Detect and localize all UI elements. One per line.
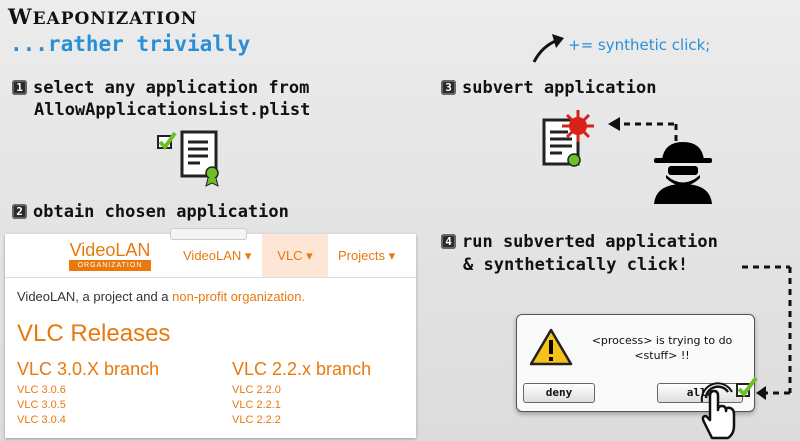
infected-certificate-icon [542, 110, 594, 167]
hand-click-icon [700, 382, 736, 440]
version-link[interactable]: VLC 3.0.6 [17, 384, 66, 396]
step-4-line2: & synthetically click! [463, 255, 689, 275]
curved-arrow-icon [532, 34, 564, 63]
synthetic-click-annotation: += synthetic click; [568, 36, 711, 54]
videolan-webpage: VideoLAN ORGANIZATION VideoLAN ▾ VLC ▾ P… [5, 228, 416, 438]
slide-subtitle: ...rather trivially [10, 32, 251, 56]
version-link[interactable]: VLC 3.0.4 [17, 414, 66, 426]
version-link[interactable]: VLC 2.2.2 [232, 414, 281, 426]
step-2-badge: 2 [12, 204, 27, 219]
step-1-badge: 1 [12, 80, 27, 95]
certificate-icon [157, 130, 219, 187]
version-link[interactable]: VLC 2.2.1 [232, 399, 281, 411]
step-4-badge: 4 [441, 234, 456, 249]
version-link[interactable]: VLC 3.0.5 [17, 399, 66, 411]
nonprofit-link[interactable]: non-profit organization. [172, 289, 306, 304]
branch-3-heading[interactable]: VLC 3.0.X branch [17, 359, 160, 379]
deny-button[interactable]: deny [523, 383, 595, 403]
branch-2-heading[interactable]: VLC 2.2.x branch [232, 359, 372, 379]
checkmark-icon [736, 376, 758, 398]
nav-videolan[interactable]: VideoLAN ▾ [183, 248, 252, 263]
step-3-badge: 3 [441, 80, 456, 95]
dialog-message: <process> is trying to do <stuff> !! [591, 334, 733, 362]
browser-tab-stub [170, 228, 247, 240]
intro-text: VideoLAN, a project and a non-profit org… [17, 289, 306, 304]
hacker-icon [654, 142, 712, 204]
dashed-path-right [742, 265, 792, 400]
dashed-arrow-left [608, 117, 678, 142]
videolan-logo[interactable]: VideoLAN ORGANIZATION [69, 240, 151, 271]
version-link[interactable]: VLC 2.2.0 [232, 384, 281, 396]
vlc-releases-heading: VLC Releases [17, 320, 171, 347]
nav-vlc[interactable]: VLC ▾ [262, 234, 328, 277]
warning-icon [529, 328, 573, 366]
step-1-line2: AllowApplicationsList.plist [34, 100, 311, 120]
web-navbar: VideoLAN ORGANIZATION VideoLAN ▾ VLC ▾ P… [5, 234, 416, 278]
slide-title: WEAPONIZATION [8, 4, 198, 29]
nav-projects[interactable]: Projects ▾ [338, 248, 396, 263]
